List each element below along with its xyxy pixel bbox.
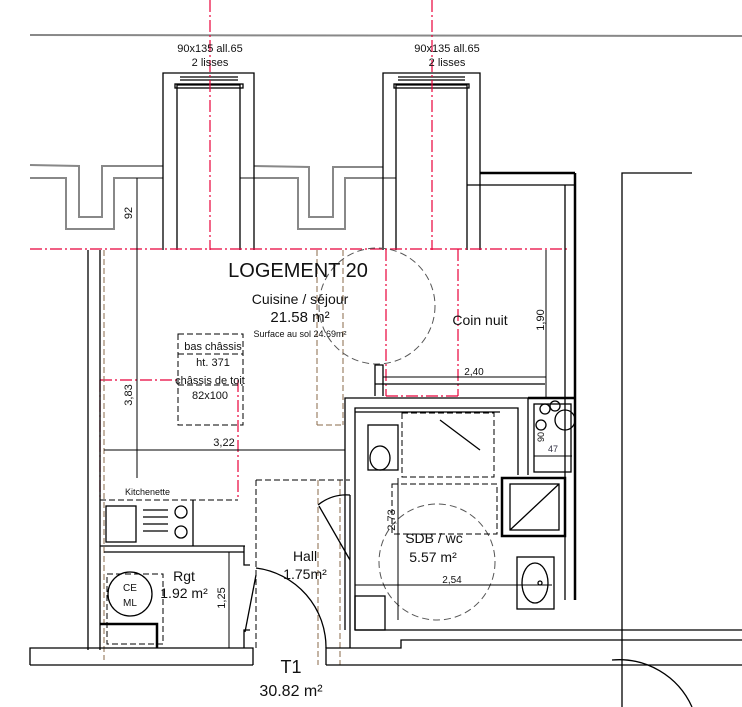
living-name: Cuisine / séjour [252, 291, 349, 307]
dim-90: 90 [536, 432, 546, 442]
unit-total-area: 30.82 m² [259, 683, 323, 700]
dim-322: 3,22 [213, 437, 234, 449]
bathroom-name: SDB / wc [405, 530, 463, 546]
window-left-detail: 2 lisses [192, 57, 229, 69]
hall-area: 1.75m² [283, 566, 327, 582]
axis-lines [30, 0, 570, 500]
turning-circle-living [318, 247, 436, 365]
dim-125: 1,25 [216, 587, 228, 608]
living-area: 21.58 m² [270, 309, 329, 326]
dim-240: 2,40 [464, 367, 484, 378]
turning-circle-bath [378, 503, 496, 621]
storage-name: Rgt [173, 568, 195, 584]
bathroom-area: 5.57 m² [409, 549, 457, 565]
dim-383: 3,83 [123, 384, 135, 405]
dim-254: 2,54 [442, 575, 462, 586]
skylight-sill-label: bas châssis [184, 341, 242, 353]
bottom-wall [29, 639, 742, 666]
window-left-size: 90x135 all.65 [177, 43, 242, 55]
window-right-size: 90x135 all.65 [414, 43, 479, 55]
appliance-circle [107, 571, 153, 617]
dim-273: 2,73 [386, 509, 398, 530]
exterior-walls [87, 172, 693, 707]
dim-190: 1,90 [535, 309, 547, 330]
storage-area: 1.92 m² [160, 585, 208, 601]
hall-name: Hall [293, 548, 317, 564]
appliance-line2: ML [123, 598, 137, 609]
appliance-line1: CE [123, 583, 137, 594]
unit-type: T1 [280, 657, 301, 677]
dim-47: 47 [548, 444, 558, 454]
living-floor-area: Surface au sol 24.69m² [253, 329, 346, 339]
bathroom-walls [344, 364, 742, 631]
roof-line [29, 34, 742, 37]
window-right-detail: 2 lisses [429, 57, 466, 69]
sleeping-name: Coin nuit [452, 312, 507, 328]
unit-title: LOGEMENT 20 [228, 260, 368, 282]
kitchenette [100, 499, 245, 547]
skylight-size: 82x100 [192, 390, 228, 402]
dormer-left [162, 72, 255, 250]
kitchenette-label: Kitchenette [125, 487, 170, 497]
skylight-label: châssis de toit [175, 375, 245, 387]
storage-hall-walls [100, 479, 351, 649]
dimension-lines [104, 178, 572, 648]
facade-wall [29, 164, 575, 230]
skylight-sill-height: ht. 371 [196, 357, 230, 369]
dim-92: 92 [123, 207, 135, 219]
skylight-outline [177, 333, 244, 426]
